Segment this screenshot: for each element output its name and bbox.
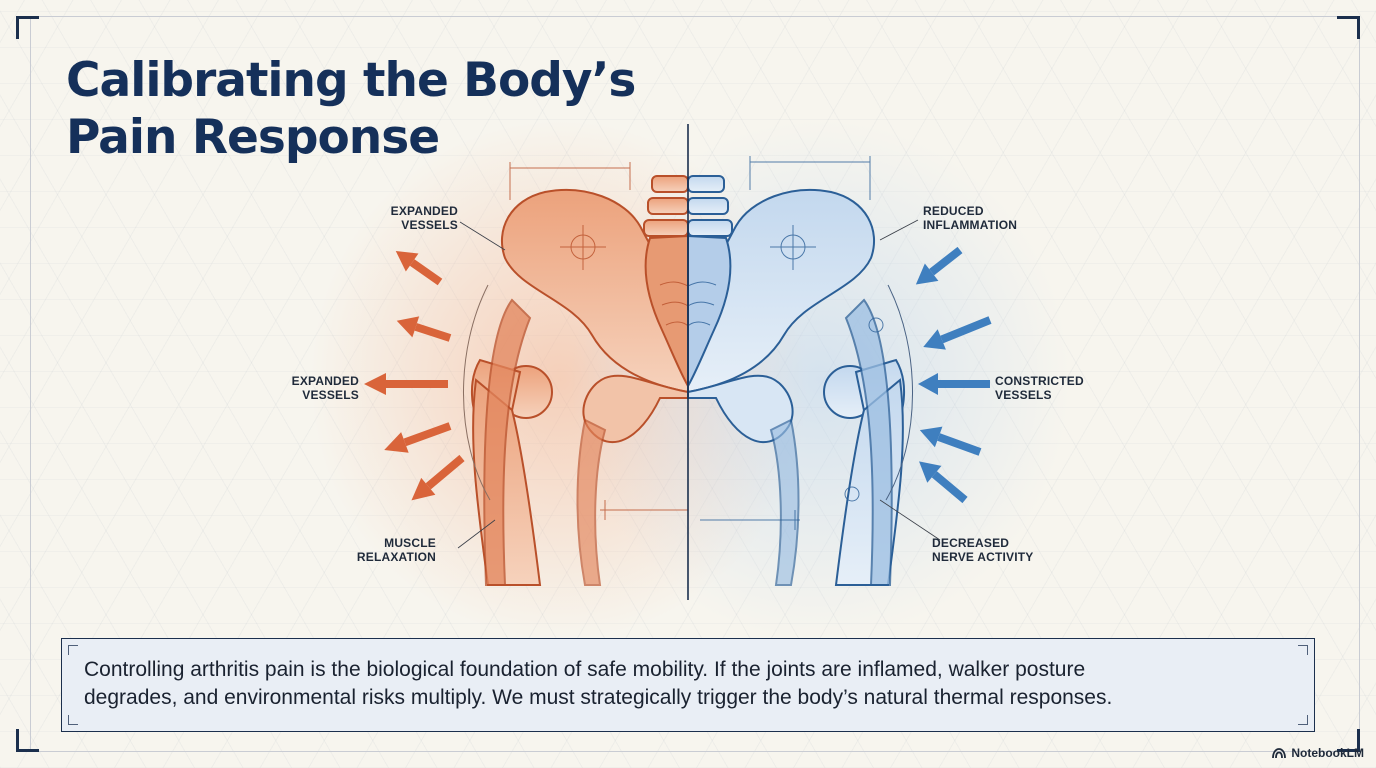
right-guide-arc [885, 284, 913, 501]
corner-bracket-bottom-right [1337, 729, 1360, 752]
label-expanded-vessels-mid: EXPANDED VESSELS [291, 374, 359, 402]
warm-outward-arrows [364, 251, 465, 501]
caption-corner-top-left [68, 645, 78, 655]
cool-half-details [687, 156, 884, 530]
right-muscle-inner [769, 418, 800, 586]
caption-line-1: Controlling arthritis pain is the biolog… [84, 658, 1086, 681]
caption-corner-bottom-left [68, 715, 78, 725]
warm-half-details [509, 162, 689, 520]
left-muscle-outer [483, 298, 532, 586]
label-decreased-nerve-activity: DECREASED NERVE ACTIVITY [932, 536, 1034, 564]
title-line-1: Calibrating the Body’s [66, 53, 636, 108]
right-sacrum [687, 234, 732, 390]
cool-half-anatomy [687, 175, 906, 586]
left-guide-arc [463, 284, 491, 501]
corner-bracket-top-right [1337, 16, 1360, 39]
cool-arrow-5 [919, 461, 968, 504]
cool-arrow-4 [919, 426, 982, 456]
corner-bracket-top-left [16, 16, 39, 39]
left-vertebra-1 [651, 175, 689, 193]
label-leader-lines [457, 219, 941, 549]
cool-arrow-3 [918, 373, 990, 395]
title-line-2: Pain Response [66, 110, 440, 165]
cool-arrow-1 [915, 246, 963, 285]
caption-corner-bottom-right [1298, 715, 1308, 725]
label-expanded-vessels-top: EXPANDED VESSELS [390, 204, 458, 232]
slide-frame [30, 16, 1360, 752]
right-pubis [687, 374, 794, 444]
warm-half-anatomy [470, 175, 689, 586]
warm-arrow-5 [411, 454, 465, 501]
slide-title: Calibrating the Body’s Pain Response [66, 52, 636, 166]
notebooklm-logo-icon [1272, 747, 1287, 758]
right-vertebra-3 [687, 219, 733, 237]
warm-arrow-3 [364, 373, 448, 395]
left-muscle-inner [576, 418, 607, 586]
left-vertebra-2 [647, 197, 689, 215]
left-vertebra-3 [643, 219, 689, 237]
left-pubis [582, 374, 689, 444]
cool-inward-arrows [915, 246, 992, 504]
corner-bracket-bottom-left [16, 729, 39, 752]
label-constricted-vessels: CONSTRICTED VESSELS [995, 374, 1084, 402]
right-muscle-outer [844, 298, 893, 586]
caption-line-2: degrades, and environmental risks multip… [84, 686, 1113, 709]
cool-arrow-2 [923, 316, 992, 350]
brand-name: NotebookLM [1291, 746, 1364, 760]
right-vertebra-2 [687, 197, 729, 215]
warm-arrow-4 [384, 422, 452, 453]
label-muscle-relaxation: MUSCLE RELAXATION [356, 536, 436, 564]
left-ilium [500, 188, 689, 394]
right-vertebra-1 [687, 175, 725, 193]
right-ilium [687, 188, 876, 394]
label-reduced-inflammation: REDUCED INFLAMMATION [923, 204, 1018, 232]
caption-text: Controlling arthritis pain is the biolog… [84, 656, 1284, 712]
caption-corner-top-right [1298, 645, 1308, 655]
warm-arrow-1 [395, 251, 443, 286]
notebooklm-brand: NotebookLM [1272, 746, 1364, 760]
left-sacrum [644, 234, 689, 390]
caption-box: Controlling arthritis pain is the biolog… [61, 638, 1315, 732]
warm-arrow-2 [396, 316, 452, 342]
